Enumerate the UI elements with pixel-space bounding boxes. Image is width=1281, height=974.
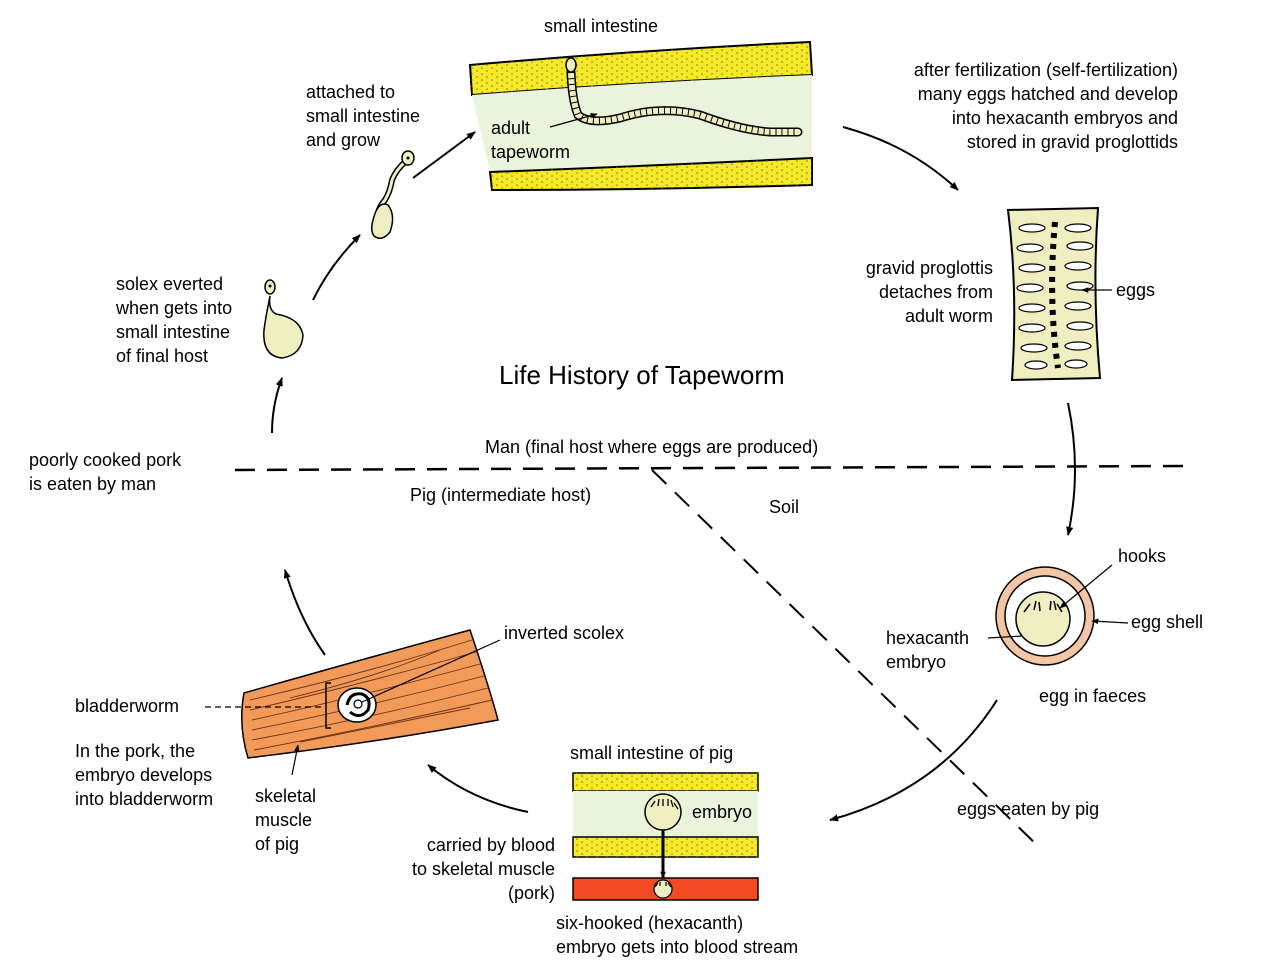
arrow-everted-to-attached bbox=[312, 234, 361, 301]
arrow-pork-to-scolex bbox=[271, 377, 283, 434]
hexacanth-embryo-pointer bbox=[987, 635, 1023, 639]
after-fertilization-label: after fertilization (self-fertilization)… bbox=[913, 60, 1178, 152]
soil-divider-line bbox=[651, 469, 1041, 849]
hexacanth-embryo-label: hexacanth embryo bbox=[886, 628, 970, 672]
diagram-title: Life History of Tapeworm bbox=[499, 360, 785, 390]
muscle-illustration bbox=[241, 629, 499, 759]
pig-intestine-illustration bbox=[572, 772, 759, 901]
skeletal-muscle-label: skeletal muscle of pig bbox=[255, 786, 317, 854]
everted-scolex bbox=[263, 279, 304, 359]
intermediate-host-label: Pig (intermediate host) bbox=[410, 485, 592, 505]
gravid-proglottis-label: gravid proglottis detaches from adult wo… bbox=[865, 258, 993, 326]
eggs-eaten-label: eggs eaten by pig bbox=[957, 799, 1100, 819]
attached-scolex bbox=[370, 150, 415, 239]
solex-everted-label: solex everted when gets into small intes… bbox=[116, 274, 233, 366]
host-divider-line bbox=[234, 464, 1186, 472]
embryo-label: embryo bbox=[692, 802, 753, 822]
gravid-proglottis bbox=[1006, 206, 1102, 382]
inverted-scolex-label: inverted scolex bbox=[504, 623, 625, 643]
poorly-cooked-label: poorly cooked pork is eaten by man bbox=[29, 450, 182, 494]
arrow-attached-to-adult bbox=[412, 131, 476, 179]
final-host-label: Man (final host where eggs are produced) bbox=[485, 437, 819, 457]
adult-tapeworm-label: adult tapeworm bbox=[491, 118, 571, 162]
adult-tapeworm bbox=[565, 57, 803, 137]
skeletal-muscle-pointer bbox=[291, 744, 300, 776]
in-the-pork-label: In the pork, the embryo develops into bl… bbox=[75, 741, 214, 809]
cycle-arrows bbox=[271, 126, 1076, 822]
arrow-proglottis-to-egg bbox=[1066, 402, 1076, 536]
egg-in-faeces-label: egg in faeces bbox=[1039, 686, 1147, 706]
egg-shell-pointer bbox=[1091, 618, 1129, 625]
carried-by-blood-label: carried by blood to skeletal muscle (por… bbox=[411, 835, 555, 903]
small-intestine-label: small intestine bbox=[544, 16, 659, 36]
egg-shell-label: egg shell bbox=[1131, 612, 1204, 632]
arrow-intestine-to-proglottis bbox=[842, 126, 959, 191]
small-intestine-illustration bbox=[468, 40, 814, 192]
arrow-muscle-to-man bbox=[283, 569, 326, 656]
adult-tapeworm-pointer bbox=[549, 112, 598, 128]
small-intestine-pig-label: small intestine of pig bbox=[570, 743, 734, 763]
six-hooked-label: six-hooked (hexacanth) embryo gets into … bbox=[556, 913, 799, 957]
eggs-label: eggs bbox=[1116, 280, 1156, 300]
bladderworm-label: bladderworm bbox=[75, 696, 180, 716]
inverted-scolex-pointer bbox=[361, 639, 501, 703]
egg-illustration bbox=[995, 566, 1095, 666]
arrow-egg-to-pig-intestine bbox=[829, 699, 998, 822]
soil-label: Soil bbox=[769, 497, 800, 517]
hooks-label: hooks bbox=[1118, 546, 1167, 566]
hooks-pointer bbox=[1059, 564, 1113, 609]
attached-label: attached to small intestine and grow bbox=[306, 82, 421, 150]
arrow-pig-intestine-to-muscle bbox=[427, 764, 529, 813]
